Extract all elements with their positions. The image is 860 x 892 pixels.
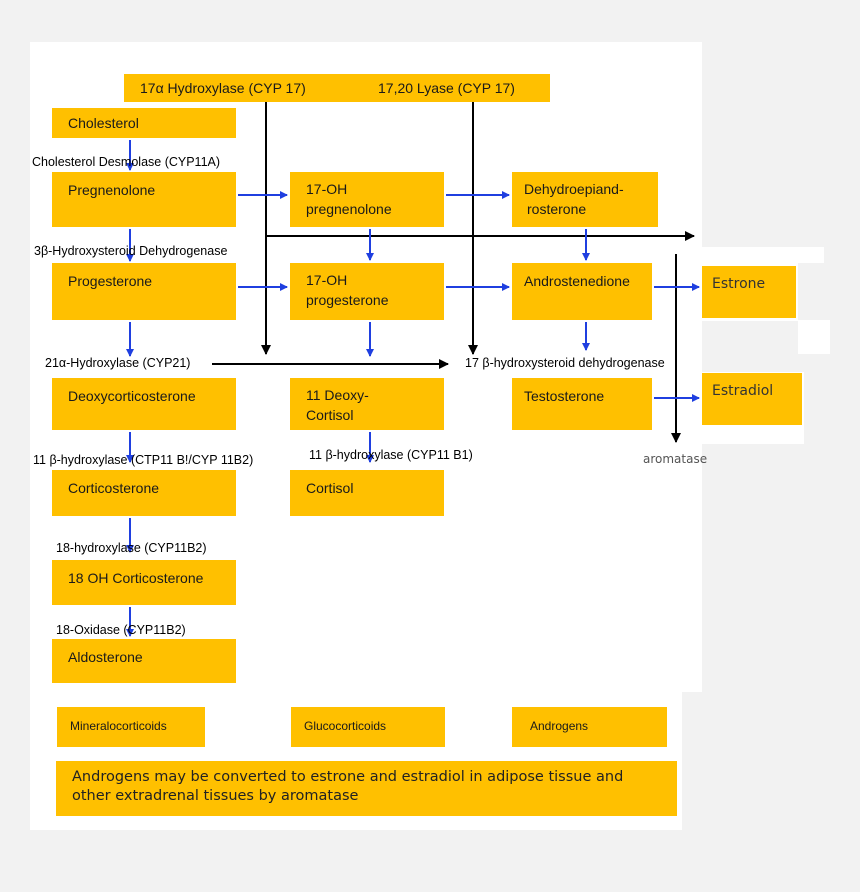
oh17-pregnenolone-label-line2: pregnenolone — [306, 201, 392, 217]
aromatase-label: aromatase — [643, 452, 708, 466]
oh17-pregnenolone-box: 17-OH pregnenolone — [290, 172, 444, 227]
glucocorticoids-label: Glucocorticoids — [304, 719, 387, 733]
diagram-background-right-3 — [798, 320, 830, 354]
oh17-progesterone-label-line1: 17-OH — [306, 272, 348, 288]
estradiol-label: Estradiol — [712, 383, 774, 399]
hydroxylase18-label: 18-hydroxylase (CYP11B2) — [56, 541, 207, 555]
corticosterone-label: Corticosterone — [68, 480, 160, 496]
corticosterone-box: Corticosterone — [52, 470, 236, 516]
glucocorticoids-box: Glucocorticoids — [291, 707, 445, 747]
progesterone-box: Progesterone — [52, 263, 236, 320]
oh18-corticosterone-box: 18 OH Corticosterone — [52, 560, 236, 605]
diagram-background-right-1 — [700, 247, 824, 263]
hydroxylase11b1-label: 11 β-hydroxylase (CYP11 B1) — [309, 448, 473, 462]
dhea-label-line2: rosterone — [527, 201, 587, 217]
cortisol-box: Cortisol — [290, 470, 444, 516]
mineralocorticoids-box: Mineralocorticoids — [57, 707, 205, 747]
hydroxylase-17-label: 17α Hydroxylase (CYP 17) — [140, 80, 306, 96]
estradiol-box: Estradiol — [702, 373, 802, 425]
desmolase-label: Cholesterol Desmolase (CYP11A) — [32, 155, 221, 169]
dhea-box: Dehydroepiand- rosterone — [512, 172, 658, 227]
oh17-pregnenolone-label-line1: 17-OH — [306, 181, 348, 197]
testosterone-box: Testosterone — [512, 378, 652, 430]
estrone-label: Estrone — [712, 276, 766, 292]
dhea-label-line1: Dehydroepiand- — [524, 181, 624, 197]
cholesterol-box: Cholesterol — [52, 108, 236, 138]
aromatase-note-line2: other extradrenal tissues by aromatase — [72, 788, 359, 804]
mineralocorticoids-label: Mineralocorticoids — [70, 719, 167, 733]
aromatase-note-box: Androgens may be converted to estrone an… — [56, 761, 677, 816]
pregnenolone-label: Pregnenolone — [68, 182, 156, 198]
estrone-box: Estrone — [702, 266, 796, 318]
androstenedione-label: Androstenedione — [524, 273, 630, 289]
oh18-corticosterone-label: 18 OH Corticosterone — [68, 570, 204, 586]
testosterone-label: Testosterone — [524, 388, 605, 404]
deoxycortisol-label-line1: 11 Deoxy- — [306, 387, 369, 403]
androgens-box: Androgens — [512, 707, 667, 747]
aldosterone-box: Aldosterone — [52, 639, 236, 683]
oxidase18-label: 18-Oxidase (CYP11B2) — [56, 623, 186, 637]
deoxycortisol-box: 11 Deoxy- Cortisol — [290, 378, 444, 430]
aromatase-note-line1: Androgens may be converted to estrone an… — [72, 769, 624, 785]
lyase-1720-label: 17,20 Lyase (CYP 17) — [378, 80, 515, 96]
hydroxylase21-label: 21α-Hydroxylase (CYP21) — [45, 356, 191, 370]
hsd3b-label: 3β-Hydroxysteroid Dehydrogenase — [34, 244, 228, 258]
hsd17b-label: 17 β-hydroxysteroid dehydrogenase — [465, 356, 665, 370]
deoxycortisol-label-line2: Cortisol — [306, 407, 354, 423]
aldosterone-label: Aldosterone — [68, 649, 143, 665]
hydroxylase11b2-label: 11 β-hydroxylase (CTP11 B!/CYP 11B2) — [33, 453, 254, 467]
enzyme-bar-cyp17: 17α Hydroxylase (CYP 17) 17,20 Lyase (CY… — [124, 74, 550, 102]
androgens-label: Androgens — [530, 719, 589, 733]
cortisol-label: Cortisol — [306, 480, 354, 496]
oh17-progesterone-label-line2: progesterone — [306, 292, 389, 308]
oh17-progesterone-box: 17-OH progesterone — [290, 263, 444, 320]
androstenedione-box: Androstenedione — [512, 263, 652, 320]
pregnenolone-box: Pregnenolone — [52, 172, 236, 227]
deoxycorticosterone-box: Deoxycorticosterone — [52, 378, 236, 430]
cholesterol-label: Cholesterol — [68, 115, 139, 131]
progesterone-label: Progesterone — [68, 273, 153, 289]
deoxycorticosterone-label: Deoxycorticosterone — [68, 388, 196, 404]
